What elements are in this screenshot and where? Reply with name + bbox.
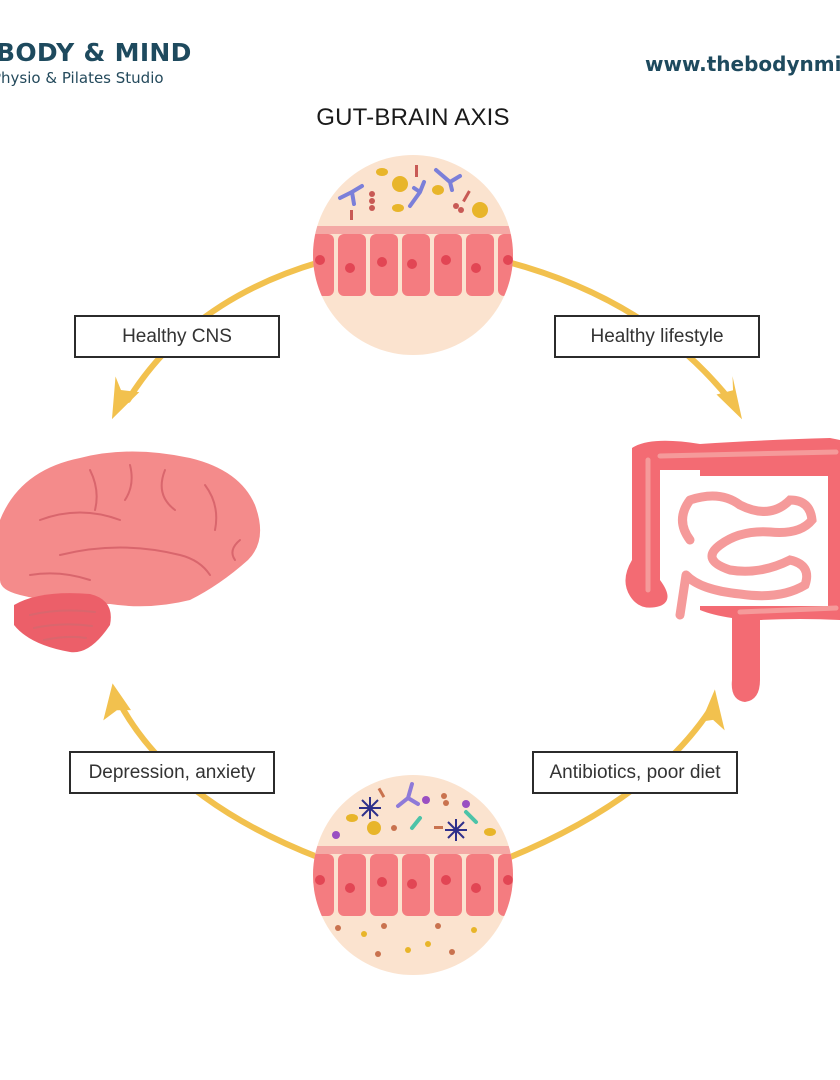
brain-icon <box>0 451 261 653</box>
intestines-icon <box>625 438 840 702</box>
label-antibiotics-poor-diet: Antibiotics, poor diet <box>532 751 738 794</box>
website-url: www.thebodynmin <box>645 52 840 76</box>
label-depression-anxiety: Depression, anxiety <box>69 751 275 794</box>
diagram-title: GUT-BRAIN AXIS <box>316 104 510 131</box>
arrowhead-icon <box>701 689 725 731</box>
arrowhead-icon <box>103 683 132 721</box>
label-healthy-cns: Healthy CNS <box>74 315 280 358</box>
brand-logo: BODY & MIND Physio & Pilates Studio <box>0 38 192 88</box>
arrowheads <box>103 376 743 731</box>
brand-name: BODY & MIND <box>0 38 192 67</box>
arrowhead-icon <box>111 376 140 420</box>
label-healthy-lifestyle: Healthy lifestyle <box>554 315 760 358</box>
healthy-microbiome-icon <box>313 155 513 355</box>
dysbiosis-microbiome-icon <box>313 775 513 975</box>
arrowhead-icon <box>716 376 743 420</box>
brand-tagline: Physio & Pilates Studio <box>0 69 164 87</box>
